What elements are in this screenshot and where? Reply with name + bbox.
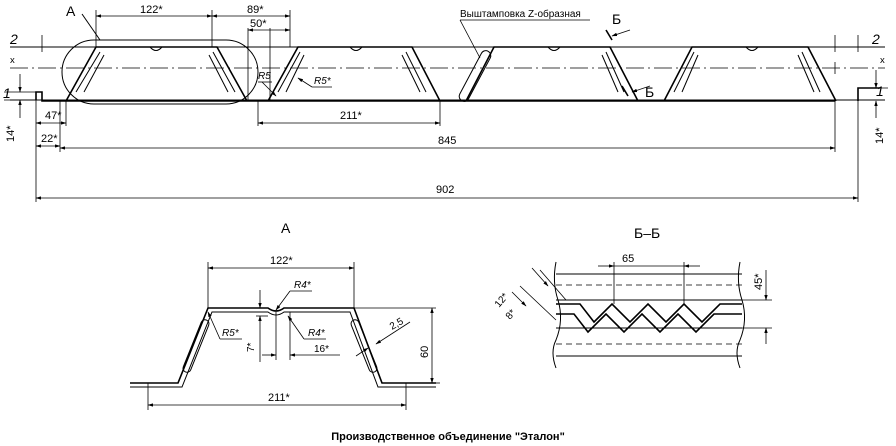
detail-a-dim-16: 16*: [314, 344, 329, 355]
detail-a-leader: [81, 13, 101, 41]
section-bb-dim-8: 8*: [504, 308, 519, 322]
section-bb-title: Б–Б: [634, 225, 660, 241]
section-mark-bottom: Б: [645, 84, 654, 100]
dim-14-right: 14*: [874, 127, 886, 144]
axis-x-label-left: x: [10, 55, 15, 66]
dim-22: 22*: [41, 133, 58, 145]
dim-89: 89*: [247, 4, 264, 16]
stamping-note: Выштамповка Z-образная: [460, 8, 581, 20]
section-bb-dim-12: 12*: [493, 291, 511, 310]
dim-50: 50*: [250, 18, 267, 30]
line-2-label-right: 2: [871, 31, 880, 47]
axis-x-label-right: x: [880, 55, 885, 66]
detail-a-profile: [130, 307, 436, 384]
company-footer: Производственное объединение "Эталон": [331, 431, 565, 443]
detail-a-dim-60: 60: [419, 346, 431, 358]
plan-view: А 2 2 1 1 x x 122* 89* 50* R5: [3, 3, 888, 202]
detail-a-callout: [61, 39, 259, 105]
radius-r5: R5: [258, 71, 271, 82]
section-mark-top: Б: [612, 11, 621, 27]
sheet-edge: [35, 91, 835, 102]
line-2-label-left: 2: [9, 31, 18, 47]
rib-1: [65, 46, 248, 102]
dim-47: 47*: [45, 110, 62, 122]
section-bb-break-right: [736, 261, 746, 369]
detail-a-r5: R5*: [222, 328, 240, 339]
section-bb-zigzag-top: [556, 302, 742, 324]
rib-2: [267, 46, 441, 102]
dim-14-left: 14*: [5, 125, 17, 142]
detail-a-r4-top: R4*: [294, 280, 312, 291]
detail-a-dim-211: 211*: [268, 392, 291, 404]
section-bb-dim-65: 65: [622, 253, 634, 265]
section-bb-dim-45: 45*: [753, 273, 765, 290]
dim-902: 902: [436, 184, 454, 196]
rib-4: [663, 46, 837, 102]
dim-122: 122*: [140, 4, 163, 16]
section-bb-zigzag-bottom: [556, 312, 742, 334]
rib-3: [458, 46, 639, 102]
detail-a-r4-bottom: R4*: [308, 328, 326, 339]
detail-a-title: А: [281, 220, 291, 236]
detail-a: А 122* R4* R4* R5* 7* 16*: [130, 220, 440, 410]
detail-a-mark: А: [66, 3, 76, 19]
detail-a-dim-2-5: 2,5: [388, 316, 406, 333]
line-1-label-right: 1: [876, 83, 884, 99]
detail-a-dim-122: 122*: [270, 255, 293, 267]
radius-r5-star: R5*: [314, 76, 332, 87]
section-bb: Б–Б 65 45* 12* 8*: [493, 225, 772, 369]
dim-845: 845: [438, 135, 456, 147]
section-bb-break-left: [552, 261, 562, 369]
line-1-label-left: 1: [3, 85, 11, 101]
dim-211: 211*: [340, 110, 363, 122]
detail-a-dim-7: 7*: [246, 342, 257, 352]
